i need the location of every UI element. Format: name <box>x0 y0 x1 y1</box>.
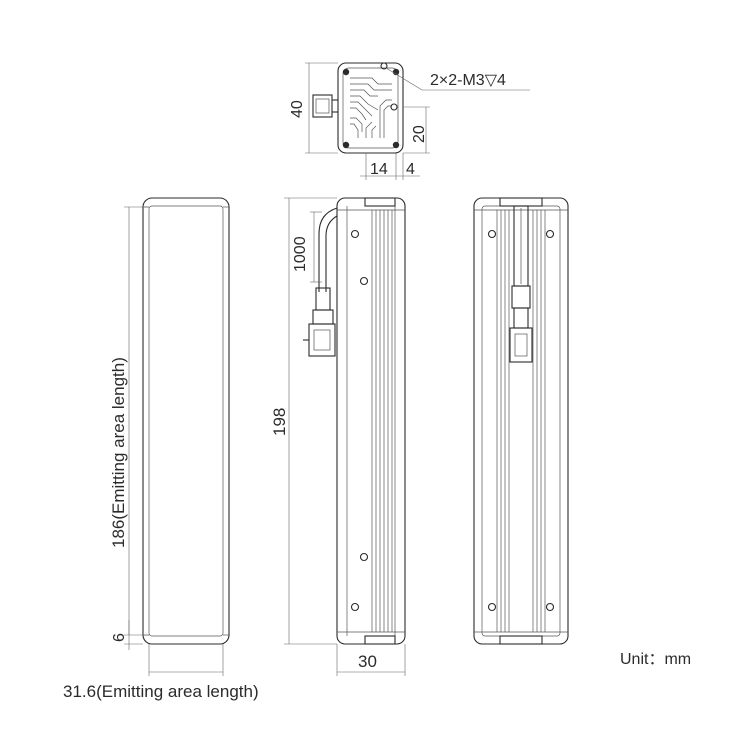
top-hole-tr-icon <box>392 68 400 76</box>
side-screw-4-icon <box>350 602 360 612</box>
side-screw-3-icon <box>359 552 369 562</box>
unit-label: Unit：mm <box>620 651 691 668</box>
top-screw-hole-2-icon <box>390 103 398 111</box>
top-view-fins <box>350 77 392 138</box>
front-view-body <box>142 197 230 645</box>
front-view: 186(Emitting area length) 6 31.6(Emittin… <box>63 197 259 701</box>
dim-cable: 1000 <box>292 236 309 272</box>
top-view-inner-outline <box>342 67 399 149</box>
dim-top-hole-spacing: 14 <box>370 161 388 178</box>
top-view: 40 20 2×2-M3▽4 14 4 <box>289 62 530 180</box>
side-screw-2-icon <box>359 276 369 286</box>
dim-emitting-width: 31.6(Emitting area length) <box>63 682 259 701</box>
top-connector <box>312 94 333 118</box>
back-hole-3-icon <box>487 602 497 612</box>
front-emitting-area <box>148 205 224 637</box>
dim-top-height: 40 <box>289 100 306 118</box>
dim-emitting-height: 186(Emitting area length) <box>109 357 128 548</box>
side-screw-1-icon <box>350 229 360 239</box>
dim-top-edge: 4 <box>406 161 415 178</box>
top-view-body <box>337 62 404 154</box>
back-hole-2-icon <box>545 229 555 239</box>
top-hole-tl-icon <box>342 68 350 76</box>
hole-callout: 2×2-M3▽4 <box>430 72 506 89</box>
cable-plug <box>315 287 331 311</box>
dim-margin: 6 <box>111 633 128 642</box>
cable <box>318 207 338 292</box>
dim-total-height: 198 <box>270 408 289 436</box>
back-view-fins <box>496 210 546 632</box>
dim-side-width: 30 <box>358 652 377 671</box>
cable-connector <box>308 323 336 357</box>
back-hole-4-icon <box>545 602 555 612</box>
back-hole-1-icon <box>487 229 497 239</box>
side-view-fins <box>371 210 393 632</box>
dim-top-hole-offset: 20 <box>411 125 428 143</box>
back-connector <box>509 327 533 363</box>
side-view: 1000 198 30 <box>270 197 406 676</box>
top-screw-hole-1-icon <box>380 62 388 70</box>
back-view <box>473 197 569 645</box>
top-hole-br-icon <box>392 141 400 149</box>
top-hole-bl-icon <box>342 141 350 149</box>
